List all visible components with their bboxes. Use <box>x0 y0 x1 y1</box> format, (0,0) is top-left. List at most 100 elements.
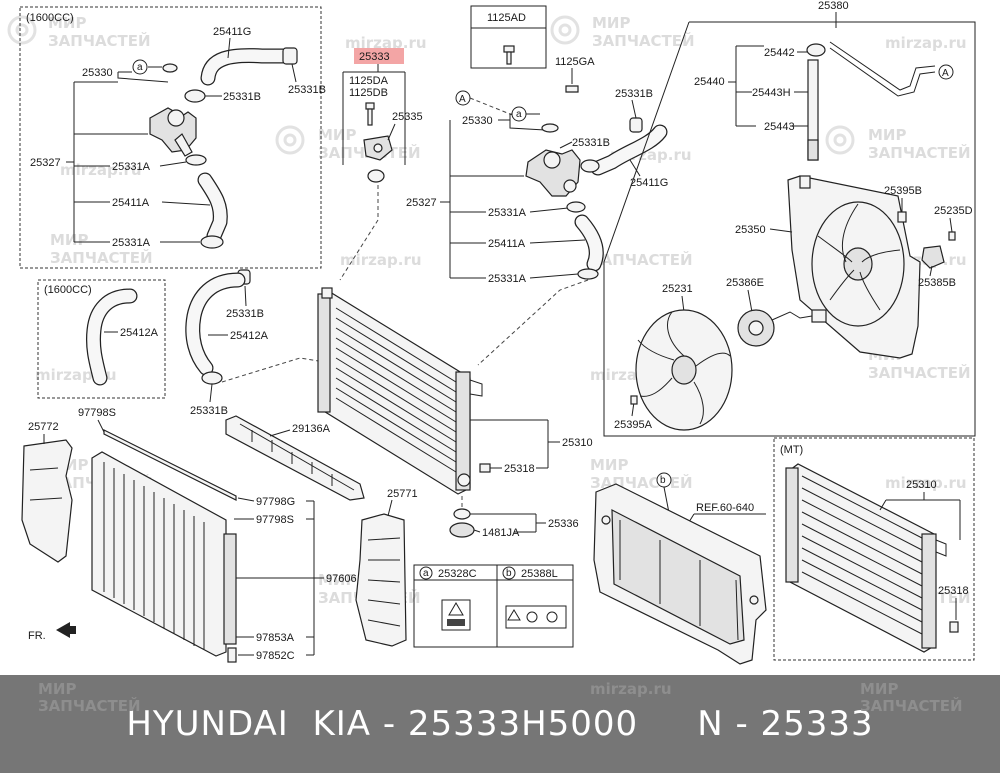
bolt-icon <box>897 211 907 223</box>
part-label: 25336 <box>548 518 579 530</box>
clamp-icon <box>282 47 298 65</box>
clamp-icon <box>200 235 224 249</box>
part-label: 25442 <box>764 47 795 59</box>
bolt-icon <box>503 45 515 65</box>
drain-plug-icon <box>479 463 491 473</box>
watermark-logo-icon <box>825 125 855 155</box>
fan-blade-icon <box>635 309 733 431</box>
part-label: 25395A <box>614 419 653 431</box>
oring-icon <box>541 123 559 133</box>
part-label: 25331A <box>112 237 151 249</box>
part-label: 25310 <box>906 479 937 491</box>
group-box-1600cc-top <box>19 6 322 269</box>
group-title: (1600CC) <box>44 284 92 296</box>
watermark-text: ЗАПЧАСТЕЙ <box>590 250 693 269</box>
watermark-text: МИР <box>868 126 906 144</box>
resistor-connector-icon <box>921 245 945 269</box>
watermark-url: mirzap.ru <box>345 34 427 52</box>
watermark-text: МИР <box>860 680 899 698</box>
part-label: 97798S <box>256 514 294 526</box>
side-air-guard-icon <box>21 439 73 563</box>
part-label: 25310 <box>562 437 593 449</box>
part-label: 25331B <box>572 137 610 149</box>
hose-25412a-mid-left <box>86 288 138 386</box>
watermark-text: МИР <box>50 231 88 249</box>
part-label: 25385B <box>918 277 956 289</box>
part-label: 97606 <box>326 573 357 585</box>
part-number-title: HYUNDAI KIA - 25333H5000 N - 25333 <box>126 704 874 744</box>
part-label: 97852C <box>256 650 295 662</box>
watermark-url: mirzap.ru <box>340 251 422 269</box>
watermark-text: ЗАПЧАСТЕЙ <box>868 143 971 162</box>
legend-part-b: 25388L <box>521 568 558 580</box>
part-label: 29136A <box>292 423 331 435</box>
clamp-icon <box>201 371 223 385</box>
part-label: 25327 <box>406 197 437 209</box>
bolt-icon <box>565 85 579 93</box>
part-label: 25331A <box>112 161 151 173</box>
part-label: 1125DA <box>349 75 389 87</box>
part-label: 25235D <box>934 205 973 217</box>
watermark-text: ЗАПЧАСТЕЙ <box>50 248 153 267</box>
part-label: 25443H <box>752 87 791 99</box>
overflow-hose-icon <box>829 41 936 97</box>
part-label: 25411G <box>630 177 668 189</box>
group-title: (MT) <box>780 444 803 456</box>
part-label: 25772 <box>28 421 59 433</box>
part-label: 25231 <box>662 283 693 295</box>
warning-label-icon <box>441 599 471 631</box>
mount-insulator-icon <box>367 169 385 183</box>
part-label: 25443 <box>764 121 795 133</box>
clamp-icon <box>577 268 599 280</box>
part-label: 97798G <box>256 496 295 508</box>
part-label: 25411A <box>488 238 526 250</box>
circle-ref-text: a <box>516 109 522 120</box>
watermark-text: МИР <box>48 14 86 32</box>
part-label: 97853A <box>256 632 295 644</box>
watermark-text: МИР <box>318 571 356 589</box>
circle-ref-A <box>938 64 954 80</box>
part-label: 25380 <box>818 0 849 12</box>
reservoir-cap-icon <box>806 43 826 57</box>
part-label: 25386E <box>726 277 764 289</box>
part-label: 25331B <box>223 91 261 103</box>
part-label: 25327 <box>30 157 61 169</box>
thermostat-housing-icon <box>149 107 197 157</box>
hose-25411a-top-left <box>197 172 228 244</box>
watermark-url: mirzap.ru <box>885 474 967 492</box>
label-legend: a 25328C b 25388L <box>413 564 574 648</box>
part-label: 25395B <box>884 185 922 197</box>
part-label: 25318 <box>938 585 969 597</box>
part-label: 25330 <box>82 67 113 79</box>
fan-motor-icon <box>737 309 827 347</box>
part-label: 25411A <box>112 197 150 209</box>
clamp-icon <box>185 154 207 166</box>
part-label: 25331B <box>190 405 228 417</box>
radiator-cap-icon <box>449 508 475 538</box>
front-arrow-icon <box>56 622 76 638</box>
clamp-icon <box>629 117 643 133</box>
part-label: 25331B <box>226 308 264 320</box>
group-box-mt <box>773 437 975 661</box>
part-label: 97798S <box>78 407 116 419</box>
circle-ref-text: a <box>137 62 143 73</box>
parts-diagram: МИР ЗАПЧАСТЕЙ mirzap.ru МИР ЗАПЧАСТЕЙ mi… <box>7 0 976 665</box>
part-label: 25335 <box>392 111 423 123</box>
legend-part-a: 25328C <box>438 568 477 580</box>
hose-25412a-lower <box>185 272 246 376</box>
part-label: 25331A <box>488 207 527 219</box>
circle-ref-text: A <box>459 94 466 105</box>
part-label: 25771 <box>387 488 418 500</box>
part-label: 25318 <box>504 463 535 475</box>
watermark-logo-icon <box>275 125 305 155</box>
highlight-box-25333 <box>354 48 404 64</box>
watermark-text: ЗАПЧАСТЕЙ <box>48 31 151 50</box>
watermark-text: ЗАПЧАСТЕЙ <box>38 697 141 715</box>
clamp-icon <box>580 159 600 173</box>
front-end-carrier-icon <box>593 483 767 665</box>
circle-ref-text: A <box>942 68 949 79</box>
part-label: 25330 <box>462 115 493 127</box>
side-air-guard-icon <box>355 513 407 647</box>
part-label: 25331A <box>488 273 527 285</box>
part-label: 25412A <box>120 327 159 339</box>
